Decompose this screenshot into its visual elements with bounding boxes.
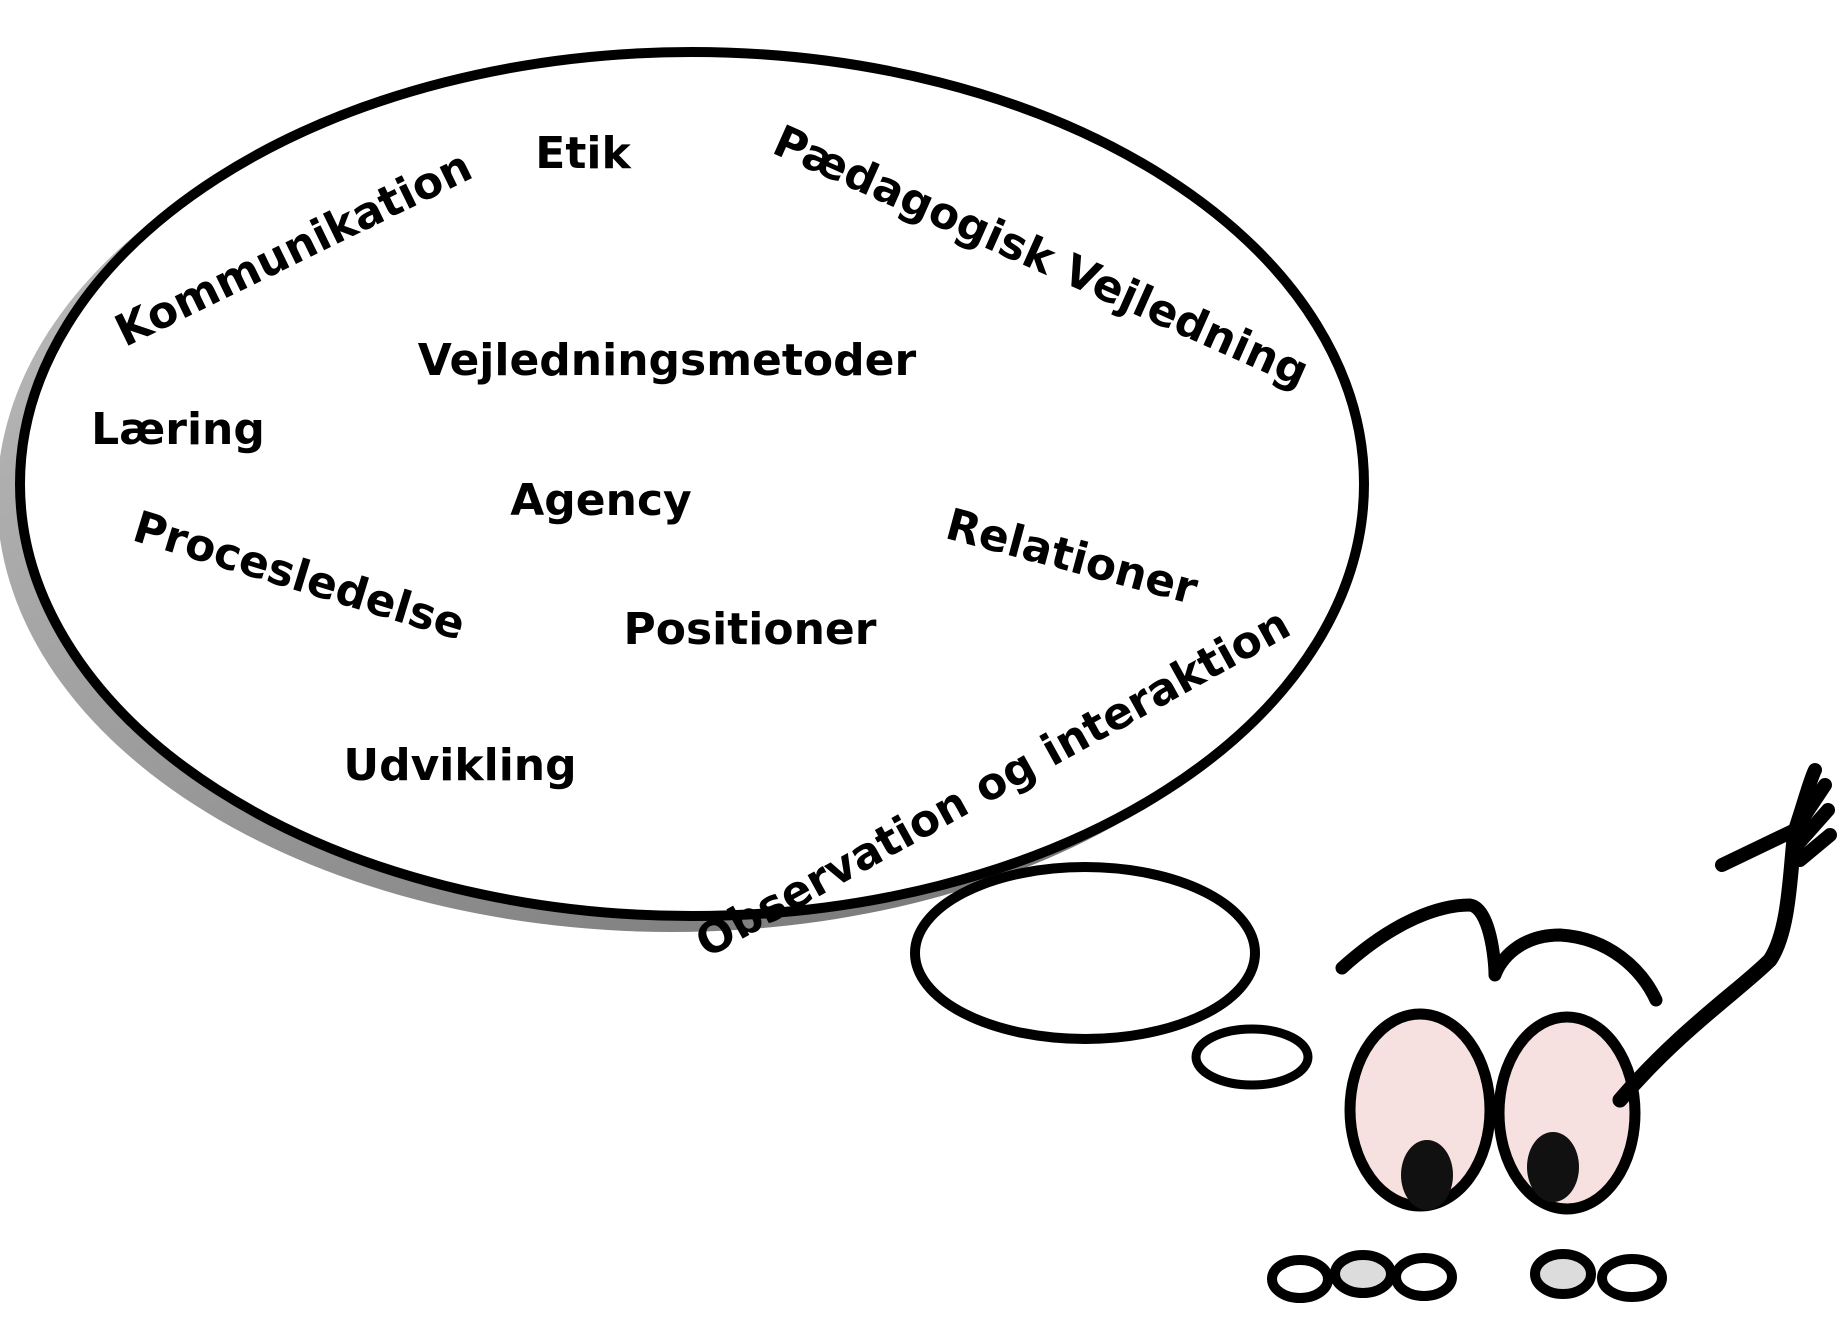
word-laering: Læring: [91, 404, 265, 455]
word-agency: Agency: [510, 475, 691, 526]
hand-finger-1: [1715, 823, 1802, 872]
cartoon-character: [1267, 763, 1837, 1303]
thought-bubble: [0, 47, 1369, 932]
bubble-outline: [15, 47, 1369, 921]
trailing-bubbles: [910, 862, 1313, 1090]
word-positioner: Positioner: [624, 604, 877, 655]
trailing-bubble-small: [1191, 1024, 1313, 1090]
eyebrows: [1335, 898, 1663, 1007]
left-pupil: [1401, 1140, 1453, 1210]
right-pupil: [1527, 1132, 1579, 1202]
arm: [1612, 822, 1803, 1108]
word-vejledningsmetoder: Vejledningsmetoder: [418, 335, 917, 386]
word-etik: Etik: [535, 128, 632, 179]
word-udvikling: Udvikling: [343, 740, 576, 791]
hand-finger-3: [1788, 778, 1832, 837]
left-foot: [1267, 1250, 1457, 1303]
right-foot: [1530, 1249, 1667, 1302]
trailing-bubble-large: [910, 862, 1260, 1044]
hand-finger-4: [1790, 803, 1835, 852]
hand-finger-5: [1793, 828, 1837, 867]
